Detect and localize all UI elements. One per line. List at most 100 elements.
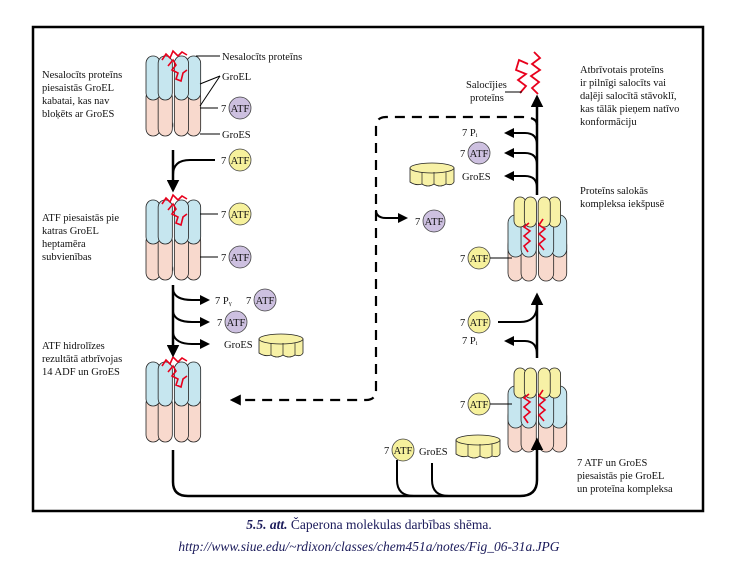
label-groes-right: GroES bbox=[462, 172, 491, 183]
dashed-return-arrow bbox=[229, 115, 539, 406]
groel-complex-1 bbox=[145, 49, 202, 137]
adp-bubble-right: 7 ATF bbox=[460, 141, 491, 165]
arrow-release-groes bbox=[172, 332, 210, 349]
count-label: 7 bbox=[221, 253, 226, 264]
groes-free-left bbox=[258, 333, 304, 358]
atp-label: ATF bbox=[470, 254, 489, 265]
atp-join-curve bbox=[396, 460, 415, 497]
groel-ring-lower bbox=[145, 395, 202, 443]
adp-bubble-3: 7 ATF bbox=[246, 288, 277, 312]
atp-bind-curve-right bbox=[498, 304, 538, 323]
folding-protein-icon bbox=[522, 222, 532, 253]
atp-label: ATF bbox=[231, 253, 250, 264]
count-label: 7 bbox=[221, 104, 226, 115]
groel-ring-upper bbox=[145, 361, 202, 407]
groel-ring-lower bbox=[145, 233, 202, 281]
arrow-release-pi bbox=[172, 289, 210, 305]
label-folded-protein-1: Salocījies bbox=[466, 80, 507, 91]
step3-description: ATF hidrolīzes rezultātā atbrīvojas 14 A… bbox=[42, 341, 125, 378]
atp-bubble-right: 7 ATF bbox=[460, 246, 491, 270]
atp-label: ATF bbox=[227, 318, 246, 329]
step6-description: Atbrīvotais proteīns ir pilnīgi salocīts… bbox=[580, 65, 682, 128]
arrow-to-adp-right bbox=[375, 209, 408, 223]
adp-bubble-2: 7 ATF bbox=[221, 245, 252, 269]
atp-label: ATF bbox=[231, 104, 250, 115]
groes-cap bbox=[513, 196, 561, 228]
count-label: 7 bbox=[246, 296, 251, 307]
atp-bubble-2: 7 ATF bbox=[221, 202, 252, 226]
adp-bubble-right-2: 7 ATF bbox=[415, 209, 446, 233]
arrow-release-pi-mid bbox=[504, 336, 538, 356]
count-label: 7 bbox=[217, 318, 222, 329]
callout-line-groel-a bbox=[199, 75, 221, 85]
groes-cap bbox=[513, 367, 561, 399]
unfolded-protein-icon bbox=[161, 193, 188, 227]
arrow-bottom-loop bbox=[171, 437, 544, 498]
label-groes-bottom: GroES bbox=[419, 447, 448, 458]
groel-groes-complex-folding bbox=[507, 196, 568, 282]
count-label: 7 bbox=[460, 400, 465, 411]
groel-ring-upper bbox=[145, 199, 202, 245]
arrow-release-pi-right bbox=[504, 128, 538, 146]
groes-free-bottom bbox=[455, 434, 501, 459]
atp-label: ATF bbox=[256, 296, 275, 307]
count-label: 7 bbox=[221, 210, 226, 221]
figure-frame bbox=[31, 25, 705, 513]
label-pi-top-right: 7 Pᵢ bbox=[462, 128, 478, 139]
source-url[interactable]: http://www.siue.edu/~rdixon/classes/chem… bbox=[178, 539, 560, 554]
atp-bubble-right-3: 7 ATF bbox=[460, 392, 491, 416]
label-unfolded-protein: Nesalocīts proteīns bbox=[222, 52, 302, 63]
callout-line-groel-b bbox=[199, 75, 221, 107]
atp-bubble-bottom: 7 ATF bbox=[384, 438, 415, 462]
arrow-release-adp-right bbox=[504, 148, 538, 166]
groel-ring-upper bbox=[145, 55, 202, 101]
caption-number: 5.5. att. bbox=[246, 517, 288, 532]
atp-label: ATF bbox=[394, 446, 413, 457]
atp-binding-curve bbox=[172, 159, 215, 176]
unfolded-protein-icon bbox=[161, 49, 188, 83]
atp-label: ATF bbox=[231, 210, 250, 221]
folding-protein-icon bbox=[537, 218, 547, 251]
count-label: 7 bbox=[221, 156, 226, 167]
atp-label: ATF bbox=[425, 217, 444, 228]
arrow-release-groes-right bbox=[504, 171, 538, 189]
atp-label: ATF bbox=[470, 318, 489, 329]
atp-label: ATF bbox=[470, 149, 489, 160]
label-folded-protein-2: proteīns bbox=[470, 93, 504, 104]
label-pi-left: 7 Pᵧ bbox=[215, 296, 232, 307]
label-groes-left: GroES bbox=[224, 340, 253, 351]
count-label: 7 bbox=[460, 254, 465, 265]
figure-caption: 5.5. att. Čaperona molekulas darbības sh… bbox=[0, 517, 738, 533]
groes-join-curve bbox=[431, 463, 450, 497]
folding-protein-icon bbox=[522, 393, 532, 424]
step5-description: Proteīns salokās kompleksa iekšpusē bbox=[580, 186, 665, 210]
label-groes: GroES bbox=[222, 130, 251, 141]
label-pi-mid-right: 7 Pᵢ bbox=[462, 336, 478, 347]
caption-text: Čaperona molekulas darbības shēma. bbox=[290, 517, 492, 532]
count-label: 7 bbox=[460, 149, 465, 160]
count-label: 7 bbox=[460, 318, 465, 329]
folded-protein-strand-b bbox=[514, 58, 529, 94]
atp-label: ATF bbox=[231, 156, 250, 167]
step4-description: 7 ATF un GroES piesaistās pie GroEL un p… bbox=[577, 458, 673, 495]
arrow-release-adp bbox=[172, 311, 210, 327]
atp-bubble-1: 7 ATF bbox=[221, 148, 252, 172]
groel-ring-lower bbox=[145, 89, 202, 137]
atp-bubble-right-2: 7 ATF bbox=[460, 310, 491, 334]
groes-free-right bbox=[409, 162, 455, 187]
folding-protein-icon bbox=[537, 389, 547, 422]
groel-complex-3 bbox=[145, 355, 202, 443]
groel-groes-complex-binding bbox=[507, 367, 568, 453]
adp-bubble-4: 7 ATF bbox=[217, 310, 248, 334]
atp-label: ATF bbox=[470, 400, 489, 411]
label-groel: GroEL bbox=[222, 72, 251, 83]
step1-description: Nesalocīts proteīns piesaistās GroEL kab… bbox=[42, 70, 125, 120]
count-label: 7 bbox=[415, 217, 420, 228]
adp-bubble-1: 7 ATF bbox=[221, 96, 252, 120]
groel-complex-2 bbox=[145, 193, 202, 281]
count-label: 7 bbox=[384, 446, 389, 457]
folded-protein-strand-a bbox=[529, 51, 542, 95]
step2-description: ATF piesaistās pie katras GroEL heptamēr… bbox=[42, 213, 122, 263]
